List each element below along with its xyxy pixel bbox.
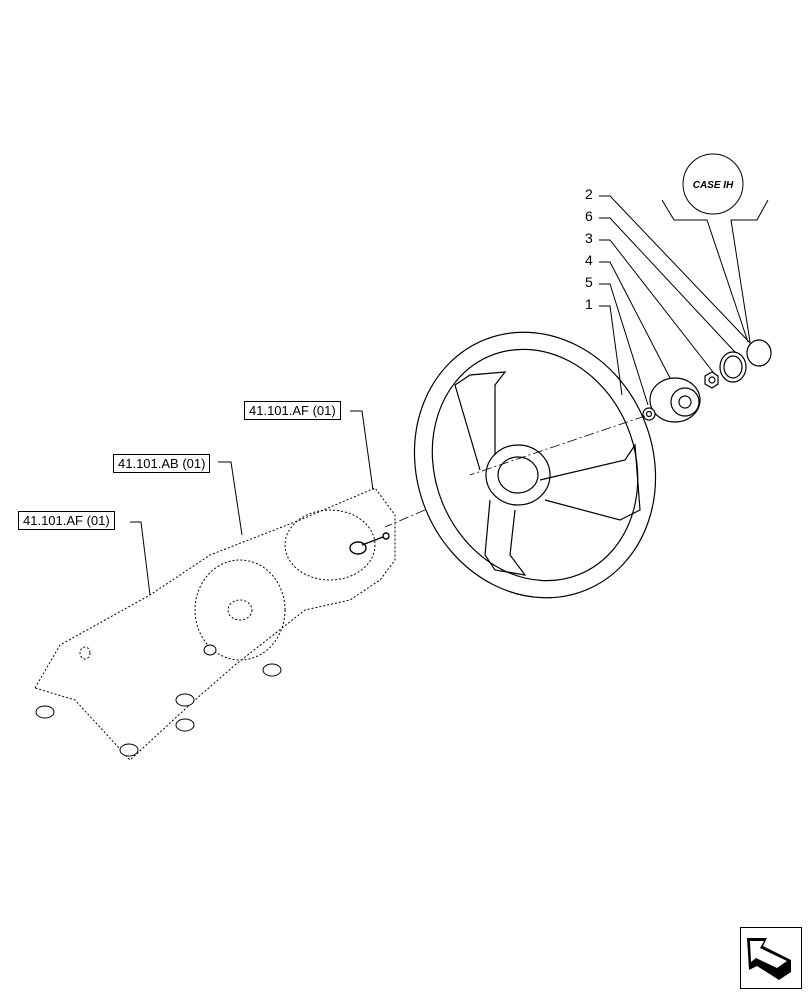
callout-5: 5 xyxy=(585,274,593,290)
steering-column xyxy=(34,487,396,761)
callout-2: 2 xyxy=(585,186,593,202)
small-parts xyxy=(642,339,772,423)
reference-link-41-101-ab[interactable]: 41.101.AB (01) xyxy=(113,454,211,473)
logo-text: CASE IH xyxy=(693,180,734,191)
callout-4: 4 xyxy=(585,252,593,268)
callout-6: 6 xyxy=(585,208,593,224)
reference-link-41-101-af-upper[interactable]: 41.101.AF (01) xyxy=(244,401,341,420)
reference-leaders xyxy=(130,410,374,596)
callout-1: 1 xyxy=(585,296,593,312)
steering-wheel xyxy=(413,331,657,599)
navigation-button[interactable] xyxy=(740,927,802,989)
arrow-return-icon xyxy=(747,938,791,980)
logo-badge xyxy=(661,153,769,343)
callout-3: 3 xyxy=(585,230,593,246)
column-shaft xyxy=(349,532,390,555)
reference-link-41-101-af-lower[interactable]: 41.101.AF (01) xyxy=(18,511,115,530)
mounting-feet xyxy=(35,644,282,757)
leader-lines xyxy=(599,195,753,406)
